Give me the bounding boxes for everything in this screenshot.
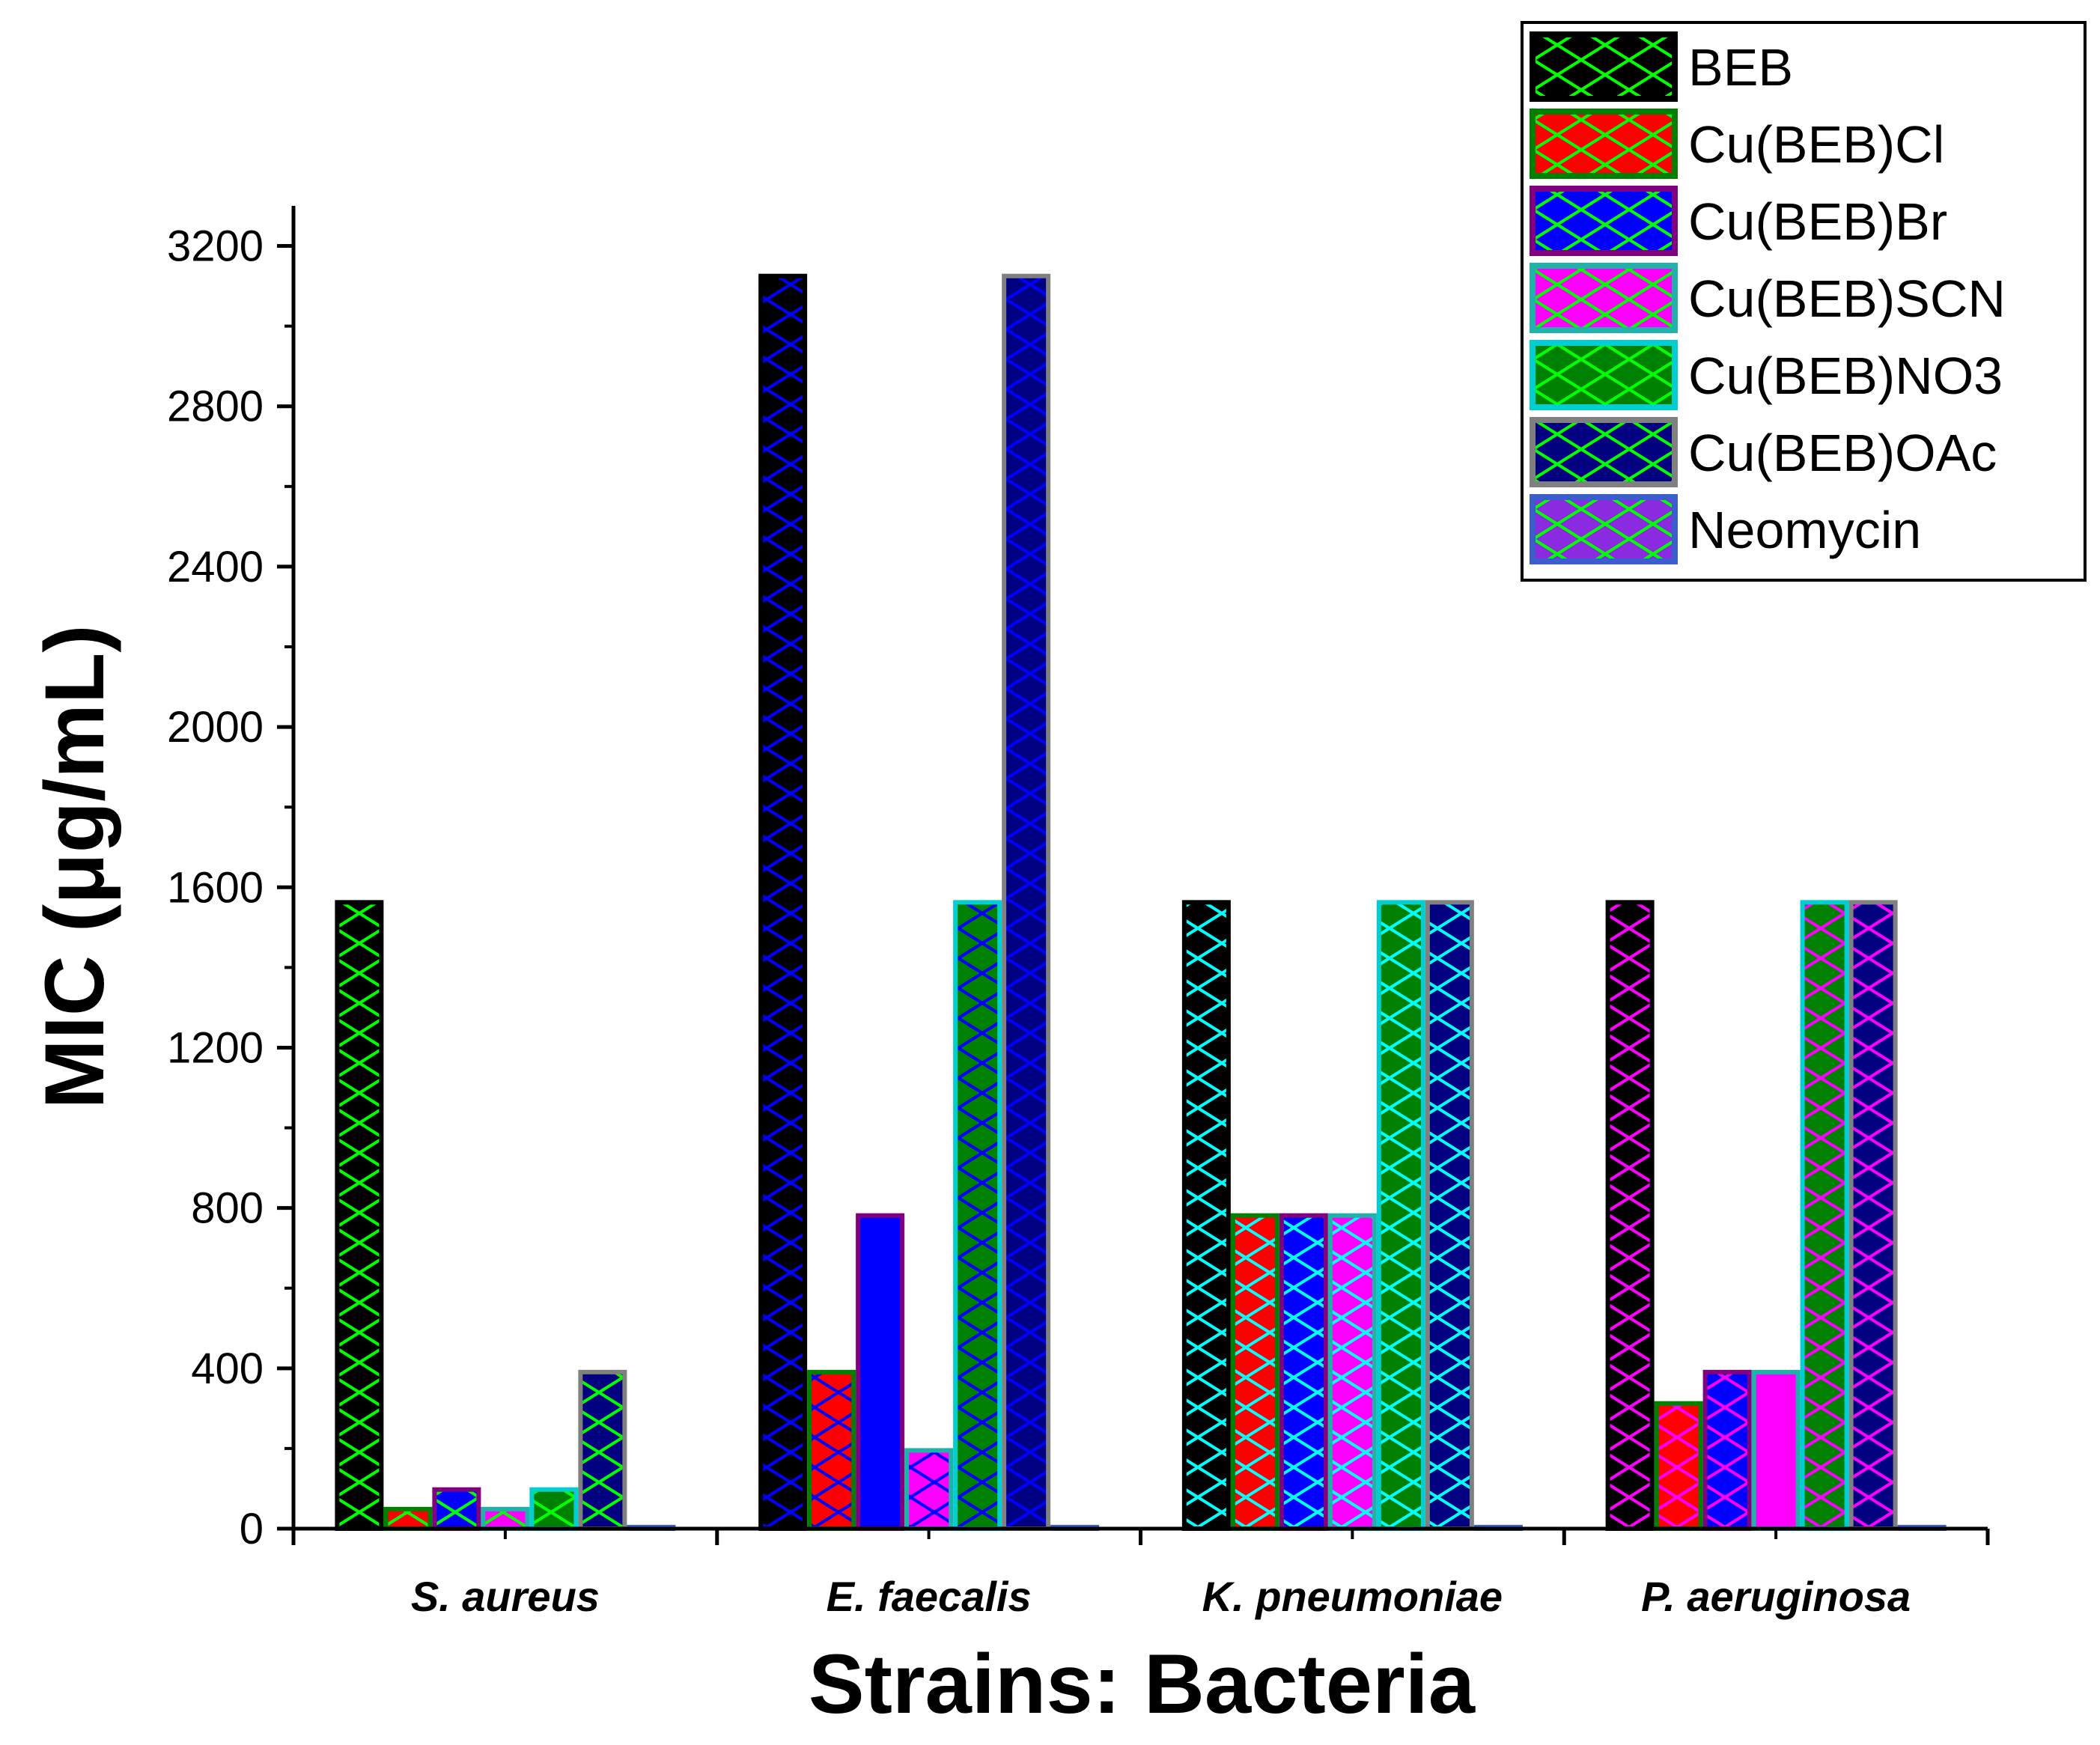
bar-cu-beb-cl-3 <box>1654 1401 1703 1531</box>
bar-cu-beb-cl-0 <box>383 1506 433 1532</box>
bars-group <box>335 273 1947 1532</box>
bar-cu-beb-oac-2 <box>1425 900 1474 1531</box>
legend-label: Cu(BEB)NO3 <box>1688 347 2003 405</box>
bar-cu-beb-br-1 <box>856 1213 905 1531</box>
legend-swatch <box>1530 186 1678 256</box>
bar-cu-beb-oac-0 <box>578 1369 627 1531</box>
bar-cu-beb-br-3 <box>1702 1369 1752 1531</box>
y-tick-label: 2800 <box>167 383 264 431</box>
y-ticks-group: 0 400 800 1200 1600 2000 2400 2800 3200 <box>167 222 293 1553</box>
legend-swatch <box>1530 109 1678 179</box>
bar-cu-beb-no3-2 <box>1376 900 1425 1531</box>
bar-cu-beb-cl-2 <box>1230 1213 1279 1531</box>
x-category-label: K. pneumoniae <box>1202 1573 1503 1620</box>
x-category-label: E. faecalis <box>827 1573 1032 1620</box>
bar-cu-beb-br-0 <box>432 1487 481 1531</box>
bar-cu-beb-oac-1 <box>1002 273 1051 1531</box>
bar-cu-beb-no3-0 <box>529 1487 579 1531</box>
legend-swatch <box>1530 340 1678 410</box>
bar-cu-beb-no3-1 <box>953 900 1002 1531</box>
legend-label: BEB <box>1688 38 1793 97</box>
y-tick-label: 2000 <box>167 703 264 752</box>
bar-beb-3 <box>1605 900 1655 1531</box>
bar-cu-beb-scn-1 <box>904 1448 954 1532</box>
legend-label: Cu(BEB)Cl <box>1688 115 1944 174</box>
y-tick-label: 800 <box>191 1184 264 1233</box>
bar-beb-2 <box>1181 900 1231 1531</box>
y-axis-title: MIC (μg/mL) <box>28 624 121 1109</box>
x-category-label: P. aeruginosa <box>1641 1573 1911 1620</box>
bar-cu-beb-no3-3 <box>1800 900 1849 1531</box>
bar-cu-beb-scn-3 <box>1751 1369 1801 1531</box>
bar-cu-beb-scn-0 <box>481 1506 530 1532</box>
legend-label: Cu(BEB)SCN <box>1688 269 2006 328</box>
x-ticks-group: S. aureus E. faecalis K. pneumoniae P. aeru… <box>291 1529 1990 1620</box>
legend-swatch <box>1530 263 1678 333</box>
bar-cu-beb-oac-3 <box>1848 900 1898 1531</box>
y-tick-label: 400 <box>191 1344 264 1393</box>
y-tick-label: 0 <box>240 1505 264 1553</box>
legend-label: Cu(BEB)OAc <box>1688 424 1997 482</box>
legend-swatch <box>1530 494 1678 564</box>
bar-beb-0 <box>335 900 384 1531</box>
y-tick-label: 1600 <box>167 863 264 912</box>
legend-label: Cu(BEB)Br <box>1688 192 1947 251</box>
y-tick-label: 3200 <box>167 222 264 271</box>
bar-cu-beb-scn-2 <box>1327 1213 1377 1531</box>
legend-swatch <box>1530 31 1678 102</box>
legend-swatch <box>1530 417 1678 487</box>
y-tick-label: 2400 <box>167 543 264 591</box>
legend-label: Neomycin <box>1688 501 1921 559</box>
x-axis-title: Strains: Bacteria <box>809 1637 1476 1731</box>
bar-cu-beb-br-2 <box>1279 1213 1328 1531</box>
y-tick-label: 1200 <box>167 1023 264 1072</box>
bar-cu-beb-cl-1 <box>807 1369 856 1531</box>
bar-beb-1 <box>758 273 808 1531</box>
x-category-label: S. aureus <box>411 1573 600 1620</box>
